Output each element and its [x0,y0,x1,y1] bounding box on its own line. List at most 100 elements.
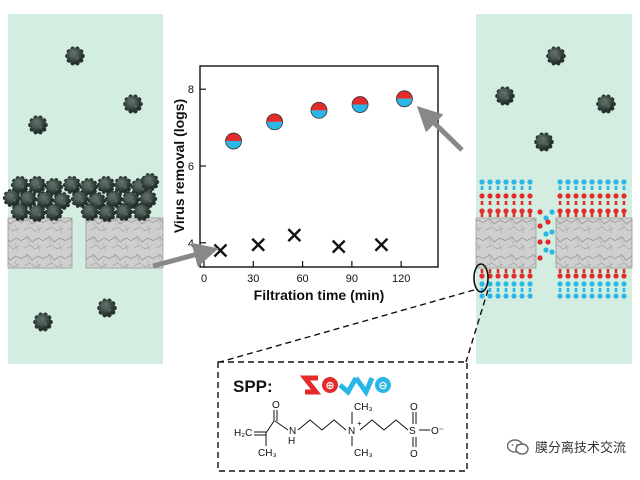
brush-stem [488,201,492,205]
brush-stem [480,288,484,292]
brush-segment [495,273,501,279]
brush-segment [511,179,517,185]
brush-stem [590,201,594,205]
brush-segment [605,273,611,279]
brush-segment [495,208,501,214]
atom-h2c: H₂C [234,428,252,439]
brush-segment [519,281,525,287]
right-panel-background [476,14,632,364]
brush-stem [598,213,602,217]
brush-stem [504,201,508,205]
brush-stem [606,186,610,190]
brush-segment [621,208,627,214]
brush-segment [605,293,611,299]
brush-segment [565,208,571,214]
brush-segment [605,179,611,185]
atom-nh-h: H [288,436,295,447]
brush-segment [581,179,587,185]
brush-stem [528,288,532,292]
atom-ch3-bottom: CH₃ [354,448,373,459]
virus-particle-icon [104,190,124,208]
data-point-half-circle [310,101,328,119]
brush-segment [589,293,595,299]
brush-segment [503,193,509,199]
bond-c-n [274,420,289,431]
brush-segment [581,293,587,299]
brush-segment [589,179,595,185]
atom-nh-n: N [289,426,296,437]
brush-stem [614,269,618,273]
atom-s: S [409,426,416,437]
propyl-chain-2 [359,419,409,431]
brush-stem [520,186,524,190]
spp-zwitter-icon: ⊕ ⊖ [299,375,391,398]
brush-segment [565,179,571,185]
spp-minus-glyph: ⊖ [378,379,387,392]
brush-stem [528,201,532,205]
brush-stem [504,269,508,273]
brush-segment [557,179,563,185]
brush-segment [479,193,485,199]
left-membrane-block-1 [7,217,73,269]
brush-segment [537,223,543,229]
spp-cyan-zigzag-1 [338,376,359,396]
virus-particle-icon [132,203,152,221]
virus-particle-icon [96,176,116,194]
brush-segment [511,193,517,199]
series-x-markers [213,228,389,258]
brush-stem [574,213,578,217]
brush-segment [557,293,563,299]
brush-segment [519,179,525,185]
brush-segment [527,293,533,299]
virus-particle-icon [44,203,64,221]
brush-segment [511,208,517,214]
brush-stem [614,213,618,217]
brush-stem [558,269,562,273]
brush-segment [597,193,603,199]
brush-segment [549,209,555,215]
y-axis-ticks: 468 [188,84,206,250]
brush-stem [566,288,570,292]
virus-particle-icon [97,204,117,222]
brush-segment [487,293,493,299]
brush-segment [511,293,517,299]
virus-particle-icon [27,204,47,222]
brush-segment [573,208,579,214]
brush-stem [574,186,578,190]
brush-stem [558,288,562,292]
spp-anion-circle [375,377,391,393]
zoom-connector-left [219,289,475,363]
brush-segment [565,193,571,199]
brush-segment [519,208,525,214]
brush-segment [487,179,493,185]
y-tick-label: 4 [188,238,194,250]
brush-segment [605,208,611,214]
brush-stem [488,213,492,217]
brush-segment [621,179,627,185]
y-tick-label: 8 [188,84,194,96]
brush-segment [597,208,603,214]
x-tick-label: 60 [296,273,308,285]
brush-stem [590,288,594,292]
charge-plus: + [357,419,362,428]
wechat-icon [506,438,529,455]
brush-stem [606,213,610,217]
brush-stem [480,201,484,205]
brush-stem [558,201,562,205]
left-membrane-block-2 [85,217,164,269]
brush-stem [598,186,602,190]
right-membrane-block-2 [555,217,633,269]
brush-segment [605,281,611,287]
brush-segment [565,273,571,279]
brush-segment [495,281,501,287]
virus-particle-icon [546,46,566,66]
brush-segment [621,281,627,287]
brush-segment [621,273,627,279]
atom-o-bottom: O [410,449,418,460]
series-half-circles [225,90,413,150]
brush-stem [488,288,492,292]
brush-stem [520,269,524,273]
brush-stem [496,288,500,292]
brush-segment [613,273,619,279]
